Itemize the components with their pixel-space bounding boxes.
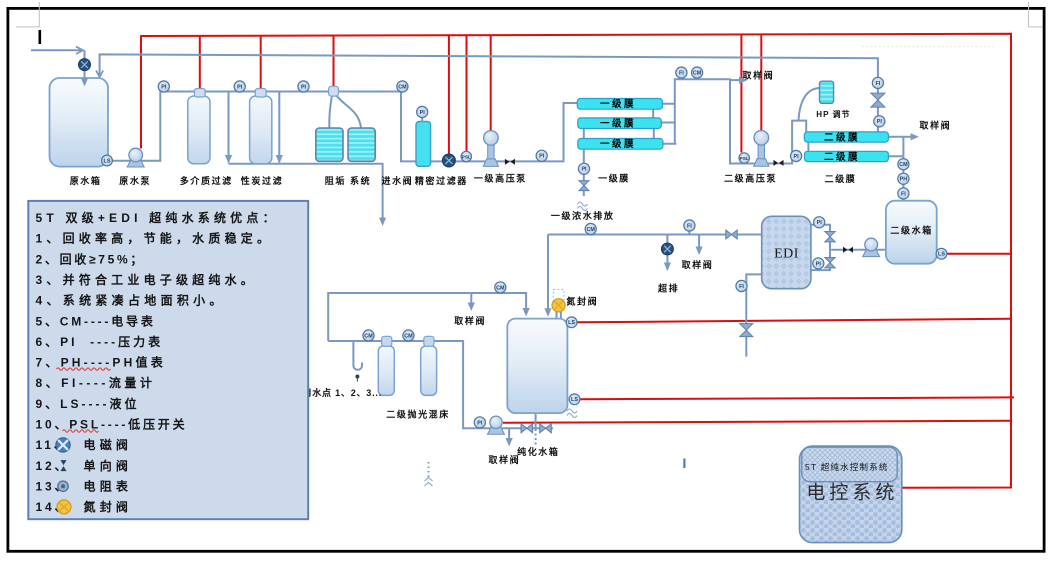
svg-text:取样阀: 取样阀 <box>742 70 774 81</box>
svg-text:多介质过滤: 多介质过滤 <box>180 175 233 186</box>
svg-text:原水箱: 原水箱 <box>70 175 102 186</box>
svg-text:LS: LS <box>571 397 578 403</box>
svg-text:CM: CM <box>398 84 407 90</box>
svg-text:HP 调节: HP 调节 <box>816 109 850 119</box>
svg-text:3、并符合工业电子级超纯水。: 3、并符合工业电子级超纯水。 <box>36 272 257 287</box>
svg-text:9、LS----液位: 9、LS----液位 <box>36 396 140 411</box>
svg-text:FI: FI <box>687 223 692 229</box>
svg-text:纯化水箱: 纯化水箱 <box>517 446 559 457</box>
svg-text:7、PH----PH值表: 7、PH----PH值表 <box>36 355 166 370</box>
svg-text:4、系统紧凑占地面积小。: 4、系统紧凑占地面积小。 <box>36 293 226 308</box>
svg-text:PI: PI <box>301 84 307 90</box>
svg-text:电控系统: 电控系统 <box>806 482 898 504</box>
svg-text:12、: 12、 <box>36 459 70 473</box>
svg-text:单向阀: 单向阀 <box>84 458 133 473</box>
svg-text:PI: PI <box>539 154 545 160</box>
svg-text:5T 双级+EDI 超纯水系统优点：: 5T 双级+EDI 超纯水系统优点： <box>36 210 279 225</box>
svg-text:FI: FI <box>876 81 881 87</box>
svg-text:精密过滤器: 精密过滤器 <box>415 175 468 186</box>
svg-text:PI: PI <box>477 420 483 426</box>
svg-text:取样阀: 取样阀 <box>488 454 520 465</box>
svg-text:2、回收≥75%；: 2、回收≥75%； <box>36 251 146 266</box>
svg-text:二级膜: 二级膜 <box>824 151 860 163</box>
svg-text:性炭过滤: 性炭过滤 <box>241 175 283 186</box>
svg-text:PI: PI <box>817 220 823 226</box>
svg-text:原水泵: 原水泵 <box>119 175 151 186</box>
svg-text:PI: PI <box>816 261 822 267</box>
svg-text:一级浓水排放: 一级浓水排放 <box>551 210 615 221</box>
svg-text:二级高压泵: 二级高压泵 <box>724 173 777 184</box>
svg-text:CM: CM <box>693 71 702 77</box>
svg-text:PI: PI <box>420 110 426 116</box>
svg-text:取样阀: 取样阀 <box>682 259 714 270</box>
svg-text:一级膜: 一级膜 <box>600 118 636 130</box>
svg-text:取样阀: 取样阀 <box>919 120 951 131</box>
svg-text:一级膜: 一级膜 <box>600 138 636 150</box>
svg-text:PH: PH <box>900 177 908 183</box>
svg-text:进水阀: 进水阀 <box>381 175 413 186</box>
svg-text:5T 超纯水控制系统: 5T 超纯水控制系统 <box>805 462 889 472</box>
svg-text:二级膜: 二级膜 <box>825 173 857 184</box>
svg-text:6、PI ----压力表: 6、PI ----压力表 <box>36 334 164 349</box>
svg-text:二级抛光混床: 二级抛光混床 <box>386 409 450 420</box>
svg-text:电磁阀: 电磁阀 <box>84 437 133 452</box>
svg-text:CM: CM <box>364 333 373 339</box>
svg-text:电阻表: 电阻表 <box>84 478 133 493</box>
svg-text:LS: LS <box>568 320 575 326</box>
svg-text:LS: LS <box>938 252 945 258</box>
svg-text:CM: CM <box>899 162 908 168</box>
svg-text:氮封阀: 氮封阀 <box>566 296 598 307</box>
svg-text:PI: PI <box>161 84 167 90</box>
svg-text:LS: LS <box>104 158 111 164</box>
svg-text:用水点 1、2、3...: 用水点 1、2、3... <box>301 387 382 398</box>
svg-text:PI: PI <box>237 84 243 90</box>
svg-text:FI: FI <box>679 71 684 77</box>
svg-text:超排: 超排 <box>657 283 679 294</box>
svg-text:EDI: EDI <box>774 247 799 262</box>
svg-text:一级膜: 一级膜 <box>600 98 636 110</box>
svg-text:FI: FI <box>901 191 906 197</box>
svg-text:二级膜: 二级膜 <box>824 131 860 143</box>
svg-text:一级膜: 一级膜 <box>598 173 630 184</box>
svg-text:PI: PI <box>581 167 587 173</box>
svg-text:阻垢 系统: 阻垢 系统 <box>325 175 372 186</box>
svg-text:CM: CM <box>587 227 596 233</box>
svg-text:8、FI----流量计: 8、FI----流量计 <box>36 375 156 390</box>
svg-text:PI: PI <box>794 154 800 160</box>
svg-text:5、CM----电导表: 5、CM----电导表 <box>36 313 156 328</box>
svg-text:PI: PI <box>877 119 883 125</box>
svg-text:二级水箱: 二级水箱 <box>890 225 932 236</box>
svg-text:CM: CM <box>496 285 505 291</box>
svg-text:氮封阀: 氮封阀 <box>84 499 133 514</box>
svg-text:一级高压泵: 一级高压泵 <box>474 173 527 184</box>
svg-text:PSL: PSL <box>740 156 749 162</box>
svg-text:10、PSL----低压开关: 10、PSL----低压开关 <box>36 417 188 432</box>
svg-text:1、回收率高，节能，水质稳定。: 1、回收率高，节能，水质稳定。 <box>36 231 274 246</box>
svg-text:FI: FI <box>739 284 744 290</box>
svg-text:取样阀: 取样阀 <box>454 315 486 326</box>
svg-text:CM: CM <box>404 333 413 339</box>
svg-text:PSL: PSL <box>462 154 471 160</box>
